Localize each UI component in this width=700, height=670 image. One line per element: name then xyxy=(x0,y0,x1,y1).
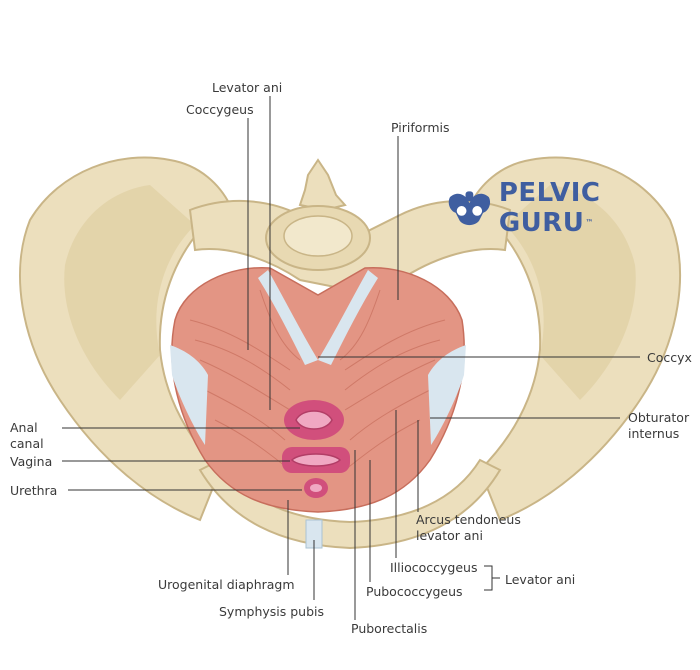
vagina-shape xyxy=(282,447,350,473)
label-anal-canal-line1: Anal xyxy=(10,420,38,435)
anal-canal-shape xyxy=(284,400,344,440)
pelvic-guru-logo: PELVIC GURU™ xyxy=(446,178,700,238)
label-obturator-line1: Obturator xyxy=(628,410,690,425)
label-urethra: Urethra xyxy=(10,483,58,498)
label-arcus-line1: Arcus tendoneus xyxy=(416,512,521,527)
label-coccyx: Coccyx xyxy=(647,350,692,365)
pelvic-floor-muscles xyxy=(171,266,465,513)
left-iliac-fossa xyxy=(64,185,195,400)
pelvis-logo-icon xyxy=(448,191,491,226)
label-levator-ani-group: Levator ani xyxy=(505,572,576,587)
arcus-fascia-right xyxy=(318,270,378,365)
right-iliac-fossa xyxy=(505,185,636,400)
brand-name: PELVIC GURU™ xyxy=(498,178,601,238)
vertebral-canal xyxy=(283,215,353,257)
arcus-fascia-left xyxy=(258,270,318,365)
label-pubococcygeus: Pubococcygeus xyxy=(366,584,463,599)
label-obturator-line2: internus xyxy=(628,426,680,441)
pubic-ring xyxy=(198,458,502,550)
label-illiococcygeus: Illiococcygeus xyxy=(390,560,478,575)
urethra-shape xyxy=(304,478,328,498)
trademark-symbol: ™ xyxy=(585,218,594,227)
label-urogenital-diaphragm: Urogenital diaphragm xyxy=(158,577,295,592)
leader-lines xyxy=(62,96,640,620)
label-anal-canal-line2: canal xyxy=(10,436,44,451)
label-levator-ani-top: Levator ani xyxy=(212,80,283,95)
label-vagina: Vagina xyxy=(10,454,53,469)
vertebra-spinous xyxy=(298,158,347,212)
label-piriformis: Piriformis xyxy=(391,120,450,135)
label-puborectalis: Puborectalis xyxy=(351,621,428,636)
obturator-fascia-right xyxy=(428,345,466,445)
label-coccygeus: Coccygeus xyxy=(186,102,254,117)
obturator-fascia-left xyxy=(170,345,208,445)
label-symphysis-pubis: Symphysis pubis xyxy=(219,604,325,619)
label-arcus-line2: levator ani xyxy=(416,528,483,543)
